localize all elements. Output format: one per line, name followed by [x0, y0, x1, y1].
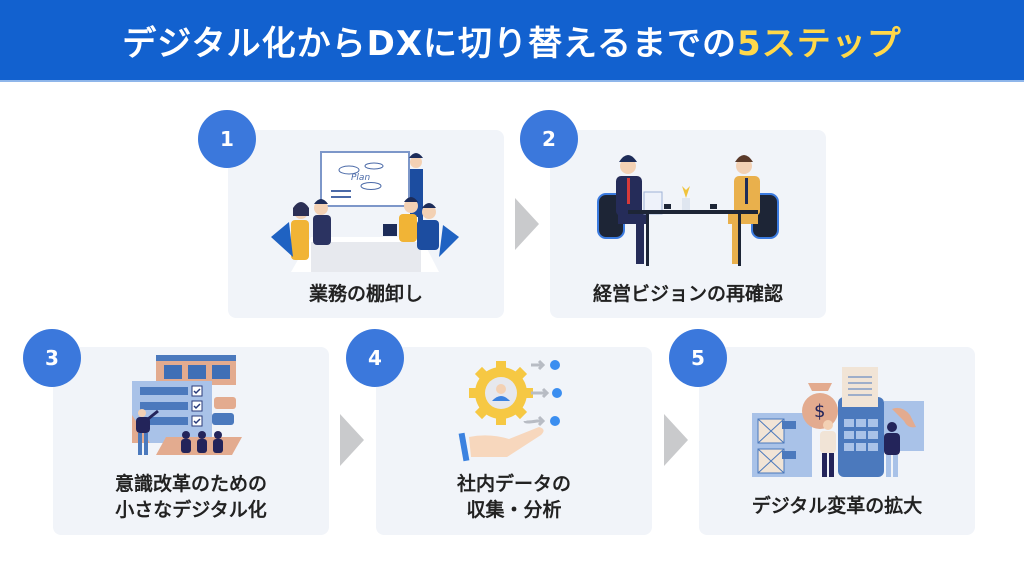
step-label: 社内データの 収集・分析 [456, 473, 571, 521]
business-discussion-icon [597, 155, 779, 266]
svg-text:$: $ [814, 401, 825, 422]
header-banner: デジタル化からDXに切り替えるまでの5ステップ [0, 0, 1024, 82]
step-card-2: 2 経営ビジョンの再確認 [520, 110, 826, 318]
team-meeting-icon: Plan [271, 151, 459, 272]
finance-calculator-icon: $ [752, 367, 924, 477]
step-card-5: $ 5 デジタル変革の拡大 [669, 329, 975, 535]
step-number-badge: 2 [520, 110, 578, 168]
step-label: 経営ビジョンの再確認 [592, 283, 783, 305]
step-number-badge: 3 [23, 329, 81, 387]
arrow-right-icon [340, 414, 364, 466]
step-card-3: 3 意識改革のための 小さなデジタル化 [23, 329, 329, 535]
step-label: 意識改革のための 小さなデジタル化 [114, 473, 267, 521]
page-title: デジタル化からDXに切り替えるまでの5ステップ [122, 16, 901, 65]
title-accent: 5ステップ [737, 23, 902, 64]
step-label: デジタル変革の拡大 [751, 495, 923, 517]
step-number-badge: 1 [198, 110, 256, 168]
step-card-1: Plan 1 業務の棚卸し [198, 110, 504, 318]
title-main: デジタル化からDXに切り替えるまでの [122, 23, 738, 64]
arrow-right-icon [664, 414, 688, 466]
step-card-4: 4 社内データの 収集・分析 [346, 329, 652, 535]
svg-text:Plan: Plan [351, 173, 370, 183]
arrow-right-icon [515, 198, 539, 250]
checklist-presentation-icon [132, 355, 242, 455]
step-number-badge: 5 [669, 329, 727, 387]
gear-data-hand-icon [458, 359, 562, 462]
step-number-badge: 4 [346, 329, 404, 387]
step-label: 業務の棚卸し [308, 283, 423, 305]
